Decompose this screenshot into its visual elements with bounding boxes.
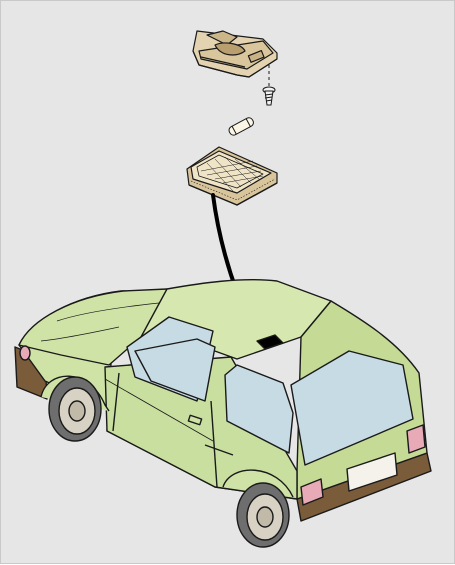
front-wheel — [49, 377, 101, 441]
front-marker-light — [20, 346, 30, 360]
dome-lamp-base — [193, 31, 277, 77]
rear-wheel — [237, 483, 289, 547]
lamp-lens-cover — [187, 147, 277, 205]
hatchback-car — [15, 280, 431, 547]
mounting-screw — [263, 87, 275, 105]
festoon-bulb — [228, 116, 255, 136]
